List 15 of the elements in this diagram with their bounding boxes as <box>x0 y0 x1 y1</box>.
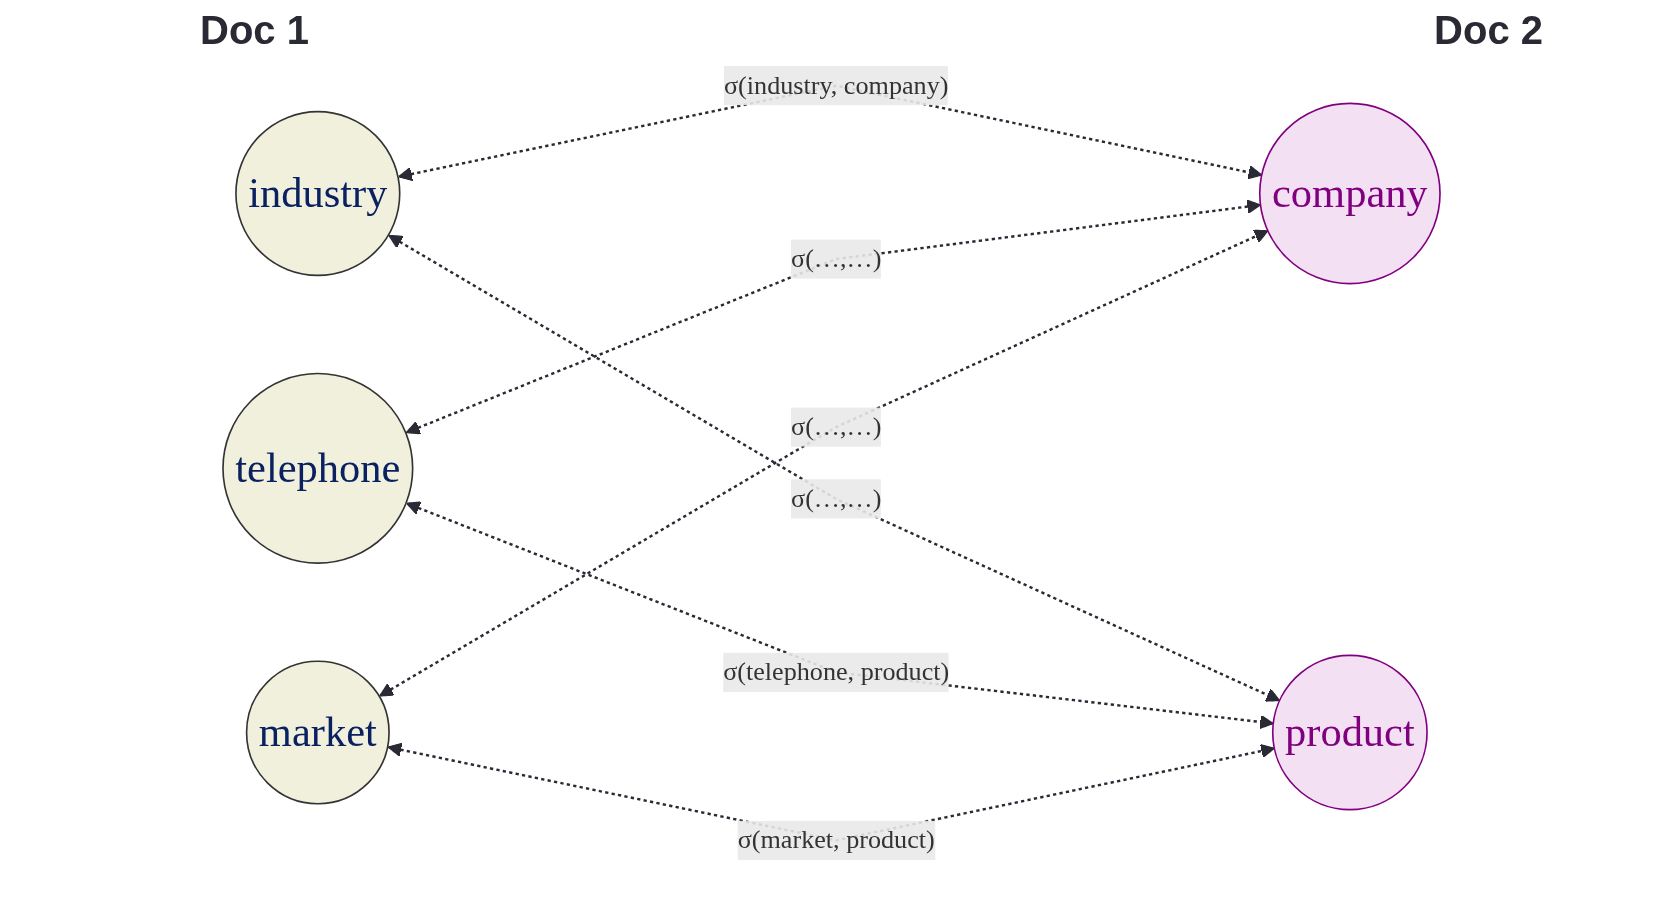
edge-label: σ(…,…) <box>791 484 882 513</box>
arrow <box>405 199 1262 435</box>
edge-label: σ(industry, company) <box>723 70 949 99</box>
document-heading: Doc 2 <box>1434 8 1543 53</box>
edge-label: σ(…,…) <box>791 412 882 441</box>
edge-label: σ(…,…) <box>791 244 882 273</box>
edge-label: σ(market, product) <box>737 825 935 854</box>
document-heading: Doc 1 <box>200 8 309 53</box>
edge-label: σ(telephone, product) <box>723 657 950 686</box>
node-circle: industry <box>235 110 401 277</box>
node-circle: product <box>1271 654 1428 811</box>
node-circle: company <box>1258 102 1441 285</box>
node-circle: telephone <box>222 372 414 564</box>
node-circle: market <box>245 660 390 805</box>
arrow <box>406 501 1274 730</box>
